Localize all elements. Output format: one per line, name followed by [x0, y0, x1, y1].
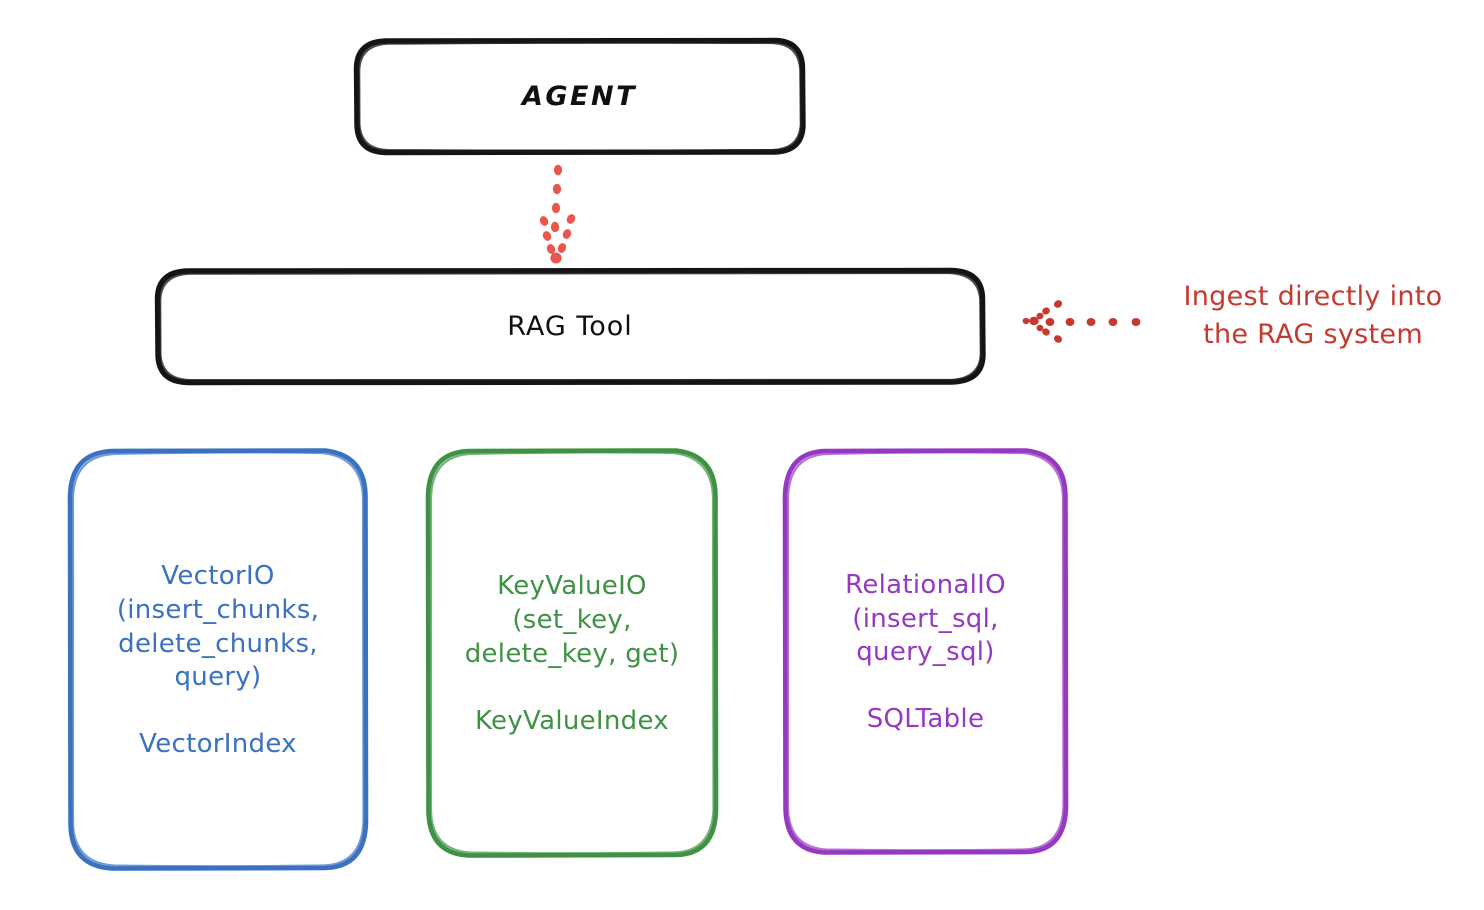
ingest-arrow	[1022, 300, 1141, 343]
keyvalueio-api-label: KeyValueIO (set_key, delete_key, get)	[464, 571, 680, 669]
vectorio-type-label: VectorIndex	[139, 729, 297, 760]
relationalio-node[interactable]: RelationalIO (insert_sql, query_sql) SQL…	[785, 450, 1066, 853]
relationalio-type-label: SQLTable	[866, 704, 985, 735]
keyvalueio-node[interactable]: KeyValueIO (set_key, delete_key, get) Ke…	[428, 450, 716, 856]
vectorio-api-label: VectorIO (insert_chunks, delete_chunks, …	[116, 560, 320, 693]
agent-node[interactable]: AGENT	[356, 40, 803, 153]
relationalio-api-label: RelationalIO (insert_sql, query_sql)	[845, 569, 1006, 668]
agent-to-rag-tool-arrow	[539, 164, 576, 264]
agent-label: AGENT	[521, 80, 637, 112]
ingest-annotation-text: Ingest directly into the RAG system	[1183, 281, 1443, 351]
vectorio-node[interactable]: VectorIO (insert_chunks, delete_chunks, …	[70, 450, 366, 869]
keyvalueio-type-label: KeyValueIndex	[474, 705, 669, 736]
rag-tool-label: RAG Tool	[507, 310, 633, 342]
rag-tool-node[interactable]: RAG Tool	[157, 270, 983, 383]
